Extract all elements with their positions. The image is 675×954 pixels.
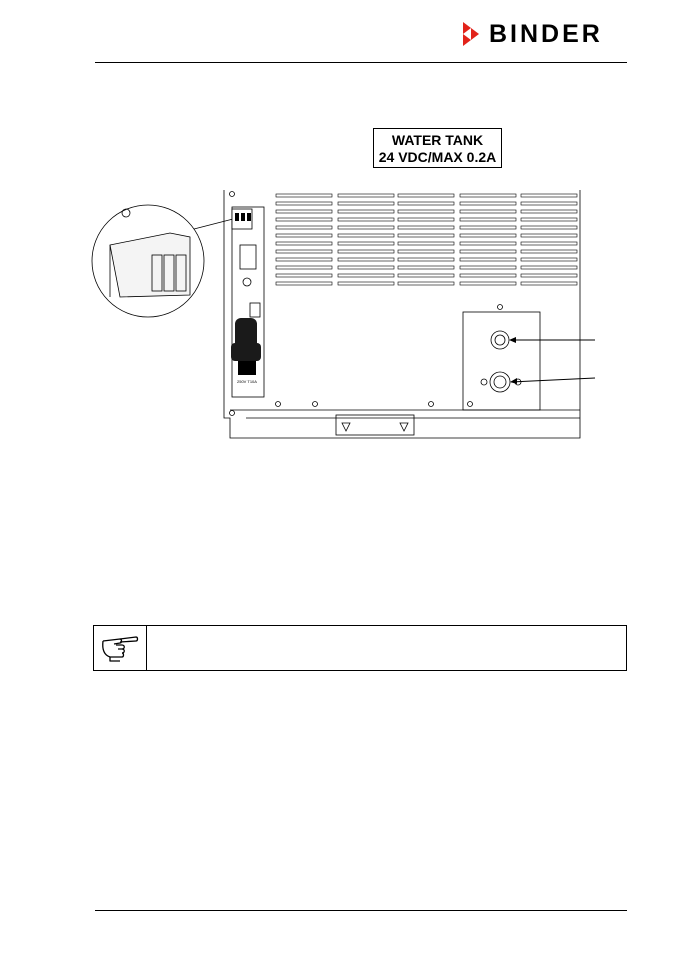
label-line-2: 24 VDC/MAX 0.2A (378, 149, 497, 165)
note-box (93, 625, 627, 671)
header-rule (95, 62, 627, 63)
water-tank-label: WATER TANK 24 VDC/MAX 0.2A (373, 128, 502, 168)
svg-text:250V T10A: 250V T10A (237, 379, 257, 384)
binder-logo-mark (463, 22, 479, 46)
footer-rule (95, 910, 627, 911)
label-line-1: WATER TANK (391, 132, 484, 148)
binder-logo: BINDER (463, 20, 628, 48)
rear-panel-drawing: 250V T10A (91, 190, 596, 439)
logo-text: BINDER (489, 20, 603, 48)
note-icon-cell (94, 626, 147, 670)
pointing-hand-icon (102, 636, 139, 662)
